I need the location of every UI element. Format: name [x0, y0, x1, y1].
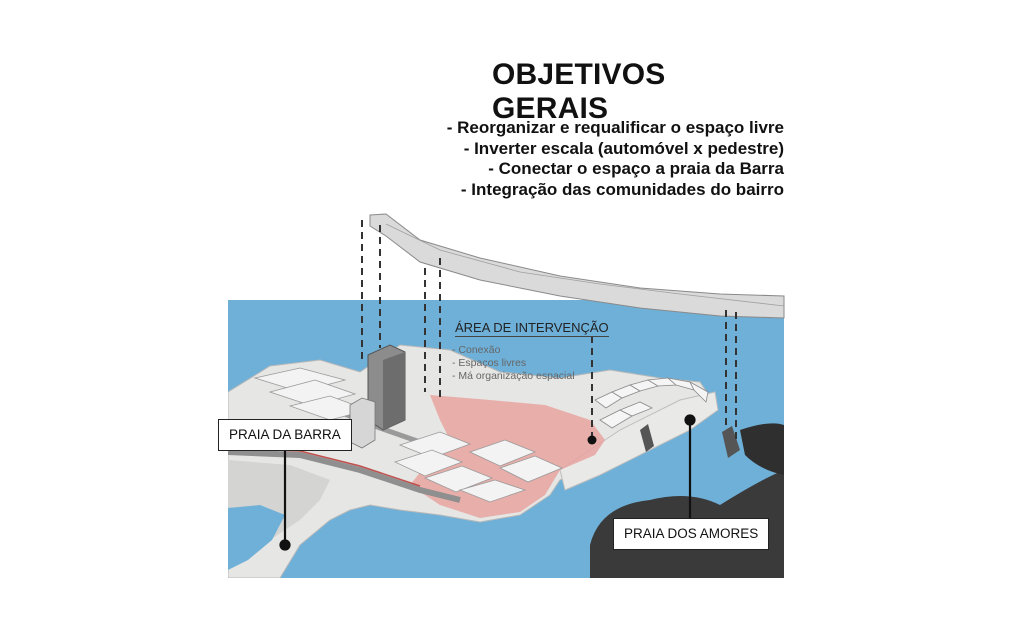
elevated-walkway: [369, 213, 785, 319]
beach-amores: [559, 391, 719, 491]
tower-side: [383, 352, 405, 430]
intervention-item: - Conexão: [452, 344, 501, 356]
road: [228, 449, 461, 503]
walkway-line: [385, 223, 785, 307]
objective-item: - Conectar o espaço a praia da Barra: [488, 159, 784, 178]
objective-item: - Integração das comunidades do bairro: [460, 179, 784, 199]
building-mid: [349, 397, 376, 449]
marker-dot: [279, 539, 291, 551]
objectives-list: - Reorganizar e requalificar o espaço li…: [447, 118, 784, 200]
diagram-title: OBJETIVOS GERAIS: [492, 58, 666, 125]
intervention-item: - Espaços livres: [452, 357, 527, 369]
rocks-small: [740, 423, 784, 475]
objective-item: - Inverter escala (automóvel x pedestre): [463, 138, 784, 158]
marker-dot: [684, 414, 696, 426]
jetty: [722, 426, 740, 458]
intervention-area-list: - Conexão - Espaços livres - Má organiza…: [452, 344, 575, 383]
callout-leaders: [279, 414, 696, 551]
intervention-area-title: ÁREA DE INTERVENÇÃO: [455, 320, 609, 337]
objective-item: - Reorganizar e requalificar o espaço li…: [446, 118, 784, 137]
projection-lines: [361, 220, 737, 440]
intervention-item: - Má organização espacial: [452, 370, 575, 382]
sea-inlet: [228, 505, 285, 570]
label-praia-dos-amores: PRAIA DOS AMORES: [613, 518, 770, 550]
marker-dot: [587, 435, 597, 445]
jetty: [640, 424, 654, 452]
building-blocks: [253, 367, 564, 503]
beachfront-buildings: [594, 377, 709, 429]
label-praia-da-barra: PRAIA DA BARRA: [218, 419, 352, 451]
